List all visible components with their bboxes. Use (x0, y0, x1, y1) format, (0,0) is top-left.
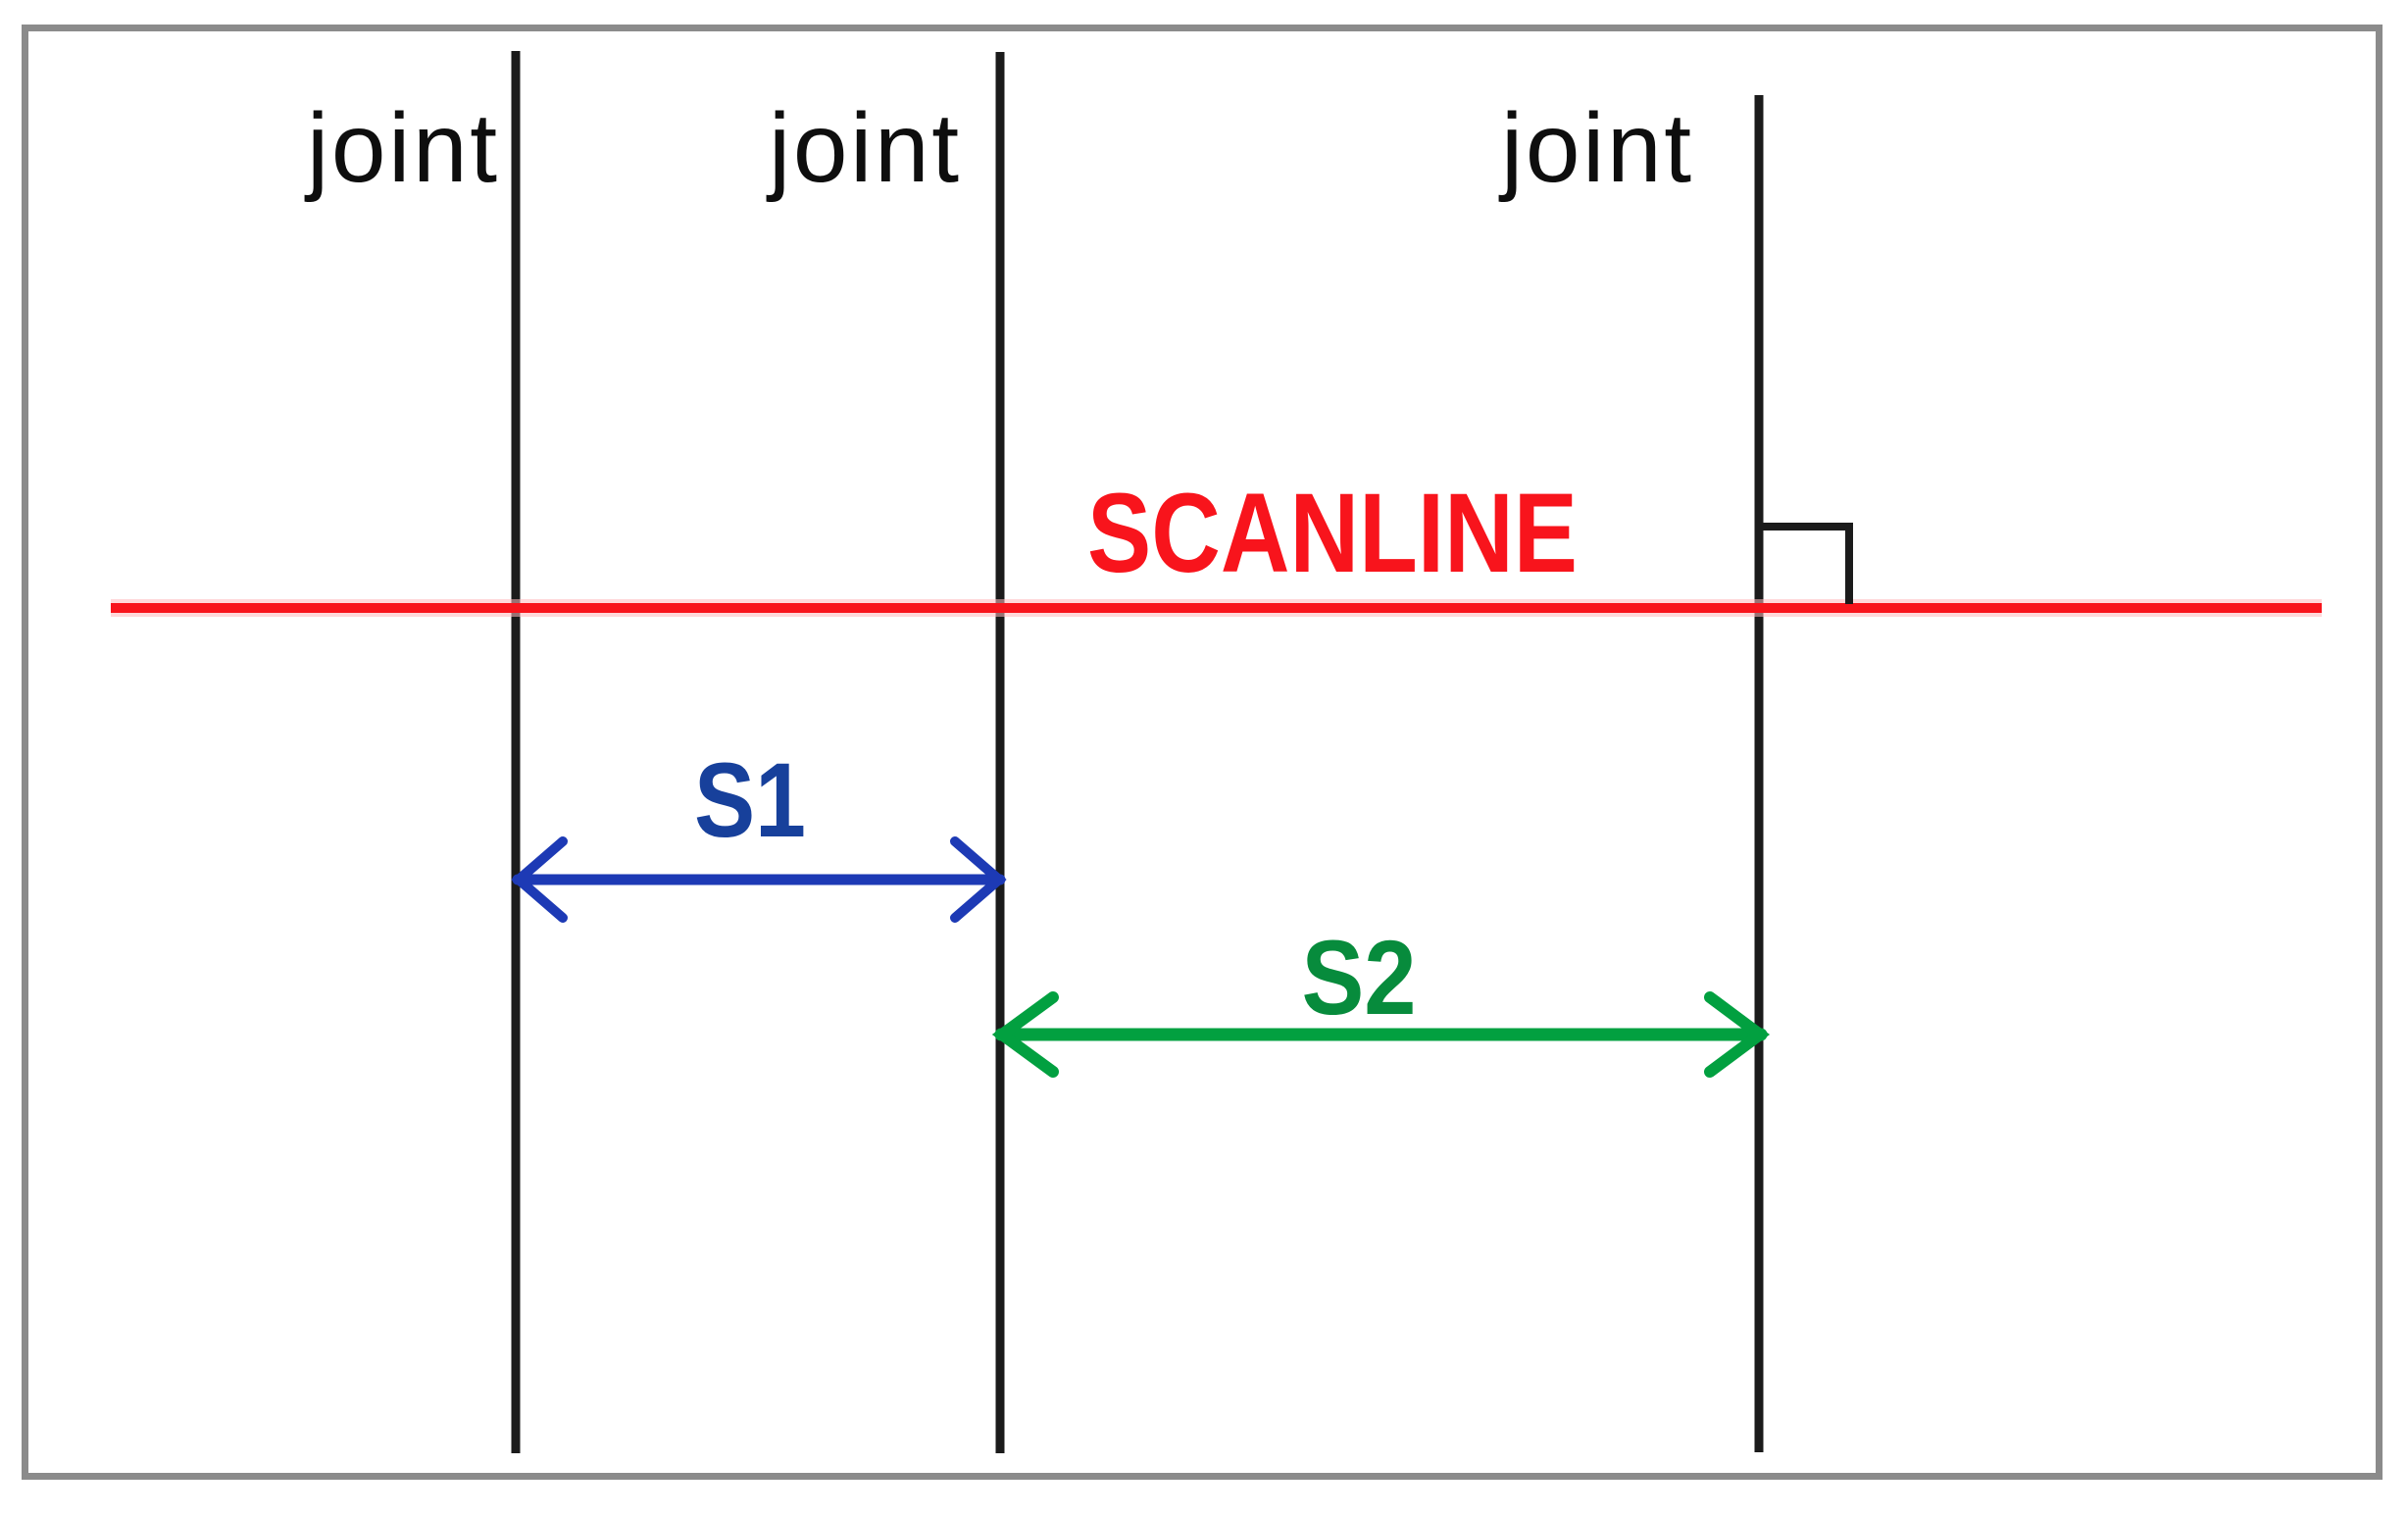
s1-arrowhead-right (950, 836, 1007, 923)
s2-arrowhead-left (991, 991, 1059, 1078)
s2-arrowhead-right (1704, 991, 1771, 1078)
s2-arrow (991, 991, 1771, 1078)
s1-label: S1 (694, 740, 806, 859)
s1-arrow (511, 836, 1007, 923)
joint-label-1: joint (304, 93, 497, 203)
s2-label: S2 (1302, 918, 1417, 1036)
joint-label-3: joint (1498, 93, 1691, 203)
right-angle-marker-icon (1759, 523, 1853, 604)
s1-arrowhead-left (511, 836, 568, 923)
figure-frame (22, 25, 2383, 1480)
joint-label-2: joint (766, 93, 959, 203)
scanline-label: SCANLINE (1087, 471, 1578, 596)
